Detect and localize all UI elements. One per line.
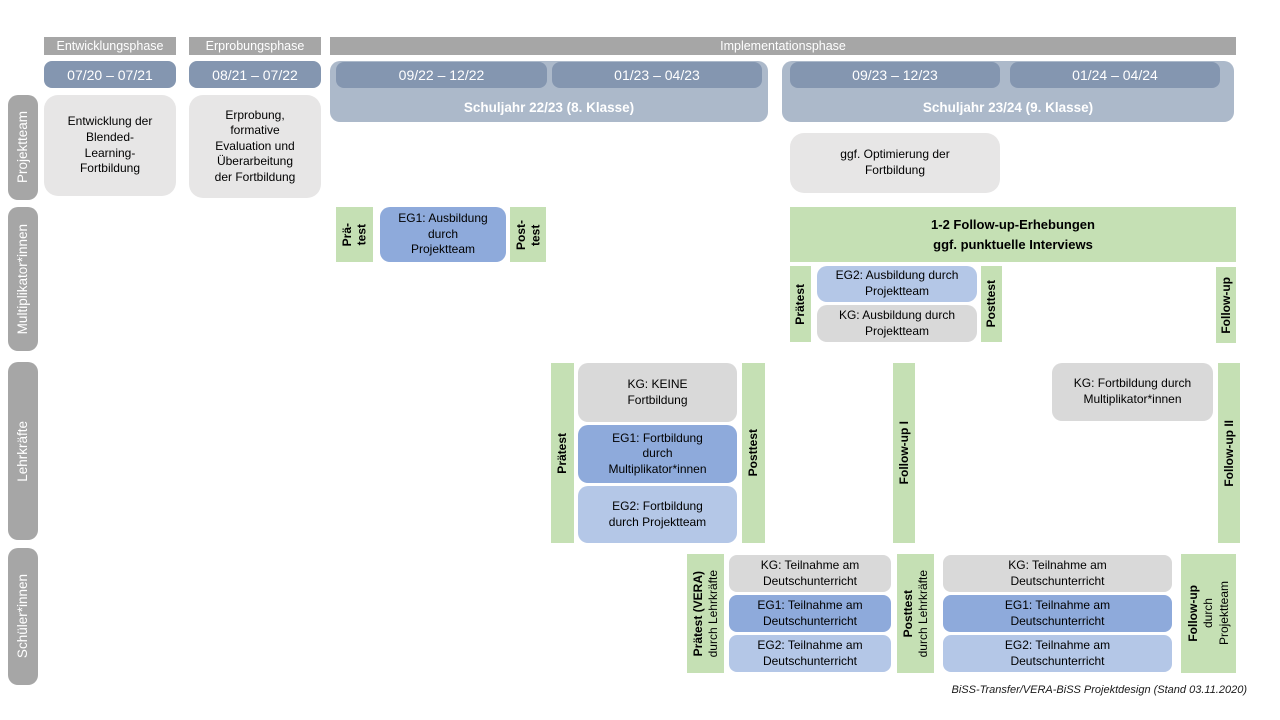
box-kg-fortbildung-multiplikatoren: KG: Fortbildung durch Multiplikator*inne… xyxy=(1052,363,1213,421)
followup-subtext-projektteam: Projektteam xyxy=(1216,581,1231,646)
followup-text: Follow-up xyxy=(1218,276,1233,334)
row-label-projektteam-text: Projektteam xyxy=(14,111,30,184)
test-column-praetest-multiplikatoren-2: Prätest xyxy=(790,266,811,342)
test-column-praetest-lehrkraefte: Prätest xyxy=(551,363,574,543)
box-kg-teilnahme-deutsch-1: KG: Teilnahme am Deutschunterricht xyxy=(729,555,891,592)
date-bar-0821-0722: 08/21 – 07/22 xyxy=(189,61,321,88)
row-label-projektteam: Projektteam xyxy=(8,95,38,200)
row-label-schueler-text: Schüler*innen xyxy=(14,574,30,659)
footer-caption: BiSS-Transfer/VERA-BiSS Projektdesign (S… xyxy=(951,684,1247,696)
praetest-vera-subtext: durch Lehrkräfte xyxy=(706,569,720,658)
posttest-text: Posttest xyxy=(900,589,915,638)
date-bar-0123-0423: 01/23 – 04/23 xyxy=(552,62,762,88)
followup-1-text: Follow-up I xyxy=(896,421,911,485)
test-column-followup-multiplikatoren: Follow-up xyxy=(1216,267,1236,343)
praetest-text: Prä- test xyxy=(340,222,369,247)
box-eg1-ausbildung-projektteam: EG1: Ausbildung durch Projektteam xyxy=(380,207,506,262)
box-entwicklung-fortbildung: Entwicklung der Blended- Learning- Fortb… xyxy=(44,95,176,196)
test-column-posttest-schueler: Posttest durch Lehrkräfte xyxy=(897,554,934,673)
box-kg-ausbildung-projektteam: KG: Ausbildung durch Projektteam xyxy=(817,305,977,342)
row-label-lehrkraefte-text: Lehrkräfte xyxy=(14,420,30,482)
date-bar-0922-1222: 09/22 – 12/22 xyxy=(336,62,547,88)
posttest-text: Posttest xyxy=(746,429,761,477)
box-eg2-fortbildung-projektteam: EG2: Fortbildung durch Projektteam xyxy=(578,486,737,543)
box-erprobung-evaluation: Erprobung, formative Evaluation und Über… xyxy=(189,95,321,198)
box-eg1-teilnahme-deutsch-2: EG1: Teilnahme am Deutschunterricht xyxy=(943,595,1172,632)
box-eg2-ausbildung-projektteam: EG2: Ausbildung durch Projektteam xyxy=(817,266,977,302)
box-eg1-teilnahme-deutsch-1: EG1: Teilnahme am Deutschunterricht xyxy=(729,595,891,632)
test-column-followup-2-lehrkraefte: Follow-up II xyxy=(1218,363,1240,543)
row-label-multiplikatoren-text: Multiplikator*innen xyxy=(14,223,30,335)
test-column-posttest-multiplikatoren-2: Posttest xyxy=(981,266,1002,342)
box-eg2-teilnahme-deutsch-1: EG2: Teilnahme am Deutschunterricht xyxy=(729,635,891,672)
box-eg2-teilnahme-deutsch-2: EG2: Teilnahme am Deutschunterricht xyxy=(943,635,1172,672)
posttest-text: Posttest xyxy=(984,280,999,328)
box-kg-keine-fortbildung: KG: KEINE Fortbildung xyxy=(578,363,737,422)
followup-2-text: Follow-up II xyxy=(1221,419,1236,487)
praetest-text: Prätest xyxy=(555,432,570,474)
test-column-followup-schueler: Follow-up durch Projektteam xyxy=(1181,554,1236,673)
box-kg-teilnahme-deutsch-2: KG: Teilnahme am Deutschunterricht xyxy=(943,555,1172,592)
date-bar-0923-1223: 09/23 – 12/23 xyxy=(790,62,1000,88)
test-column-posttest-lehrkraefte: Posttest xyxy=(742,363,765,543)
followup-subtext-durch: durch xyxy=(1201,598,1216,629)
row-label-multiplikatoren: Multiplikator*innen xyxy=(8,207,38,351)
test-column-praetest-vera-schueler: Prätest (VERA) durch Lehrkräfte xyxy=(687,554,724,673)
test-column-followup-1-lehrkraefte: Follow-up I xyxy=(893,363,915,543)
phase-bar-erprobungsphase: Erprobungsphase xyxy=(189,37,321,55)
posttest-text: Post- test xyxy=(513,219,542,250)
test-column-praetest-multiplikatoren-1: Prä- test xyxy=(336,207,373,262)
praetest-text: Prätest xyxy=(793,283,808,325)
posttest-subtext: durch Lehrkräfte xyxy=(916,569,930,658)
date-bar-0124-0424: 01/24 – 04/24 xyxy=(1010,62,1220,88)
date-bar-0720-0721: 07/20 – 07/21 xyxy=(44,61,176,88)
row-label-schueler: Schüler*innen xyxy=(8,548,38,685)
box-optimierung-fortbildung: ggf. Optimierung der Fortbildung xyxy=(790,133,1000,193)
test-column-posttest-multiplikatoren-1: Post- test xyxy=(510,207,546,262)
praetest-vera-text: Prätest (VERA) xyxy=(690,570,705,657)
box-followup-erhebungen-header: 1-2 Follow-up-Erhebungen ggf. punktuelle… xyxy=(790,207,1236,262)
row-label-lehrkraefte: Lehrkräfte xyxy=(8,362,38,540)
followup-text: Follow-up xyxy=(1185,585,1200,642)
phase-bar-entwicklungsphase: Entwicklungsphase xyxy=(44,37,176,55)
box-eg1-fortbildung-multiplikatoren: EG1: Fortbildung durch Multiplikator*inn… xyxy=(578,425,737,483)
phase-bar-implementationsphase: Implementationsphase xyxy=(330,37,1236,55)
